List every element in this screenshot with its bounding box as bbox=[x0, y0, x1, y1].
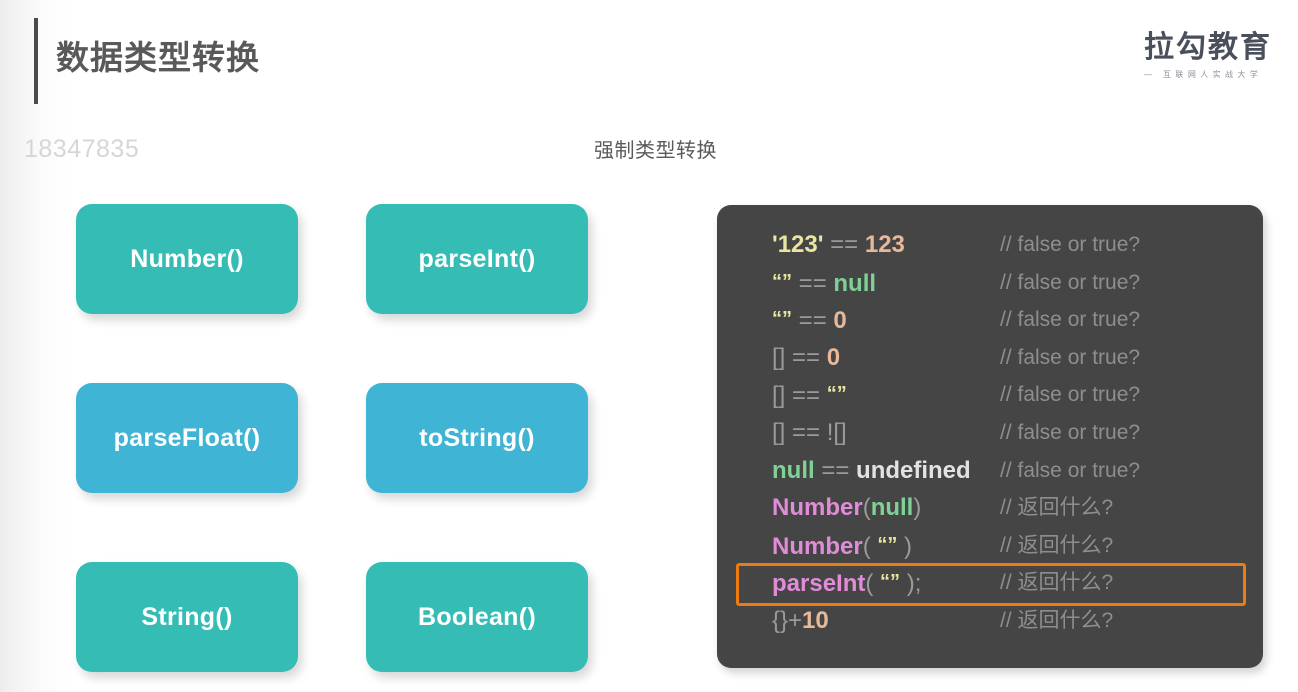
code-line: null == undefined // false or true? bbox=[717, 452, 1263, 490]
code-comment: // false or true? bbox=[1000, 458, 1141, 482]
code-expression: [] == “” bbox=[772, 382, 847, 410]
code-line: '123' == 123 // false or true? bbox=[717, 226, 1263, 264]
brand-logo-tagline: — 互联网人实战大学 bbox=[1144, 70, 1263, 79]
slide-header: 数据类型转换 拉勾教育 — 互联网人实战大学 bbox=[0, 0, 1298, 118]
function-card-parseint[interactable]: parseInt() bbox=[366, 204, 588, 314]
code-line-list: '123' == 123 // false or true? “” == null /… bbox=[717, 226, 1263, 640]
code-expression: parseInt( “” ); bbox=[772, 570, 922, 598]
function-card-number[interactable]: Number() bbox=[76, 204, 298, 314]
title-accent-bar bbox=[34, 18, 38, 104]
code-line: “” == 0 // false or true? bbox=[717, 301, 1263, 339]
code-line: {}+10 // 返回什么? bbox=[717, 602, 1263, 640]
code-comment: // 返回什么? bbox=[1000, 496, 1114, 520]
code-comment: // 返回什么? bbox=[1000, 571, 1114, 595]
code-expression: Number( “” ) bbox=[772, 532, 913, 560]
brand-logo: 拉勾教育 — 互联网人实战大学 bbox=[1144, 30, 1298, 82]
function-card-label: Boolean() bbox=[418, 602, 536, 631]
code-expression: '123' == 123 bbox=[772, 231, 905, 258]
code-expression: “” == null bbox=[772, 269, 877, 297]
function-card-label: toString() bbox=[419, 423, 535, 452]
code-expression: Number(null) bbox=[772, 494, 922, 522]
function-card-label: String() bbox=[141, 602, 233, 631]
function-cards-grid: Number() parseInt() parseFloat() toString()… bbox=[76, 204, 596, 674]
brand-logo-name: 拉勾教育 bbox=[1144, 31, 1272, 64]
code-comment: // false or true? bbox=[1000, 383, 1141, 407]
function-card-boolean[interactable]: Boolean() bbox=[366, 562, 588, 672]
function-card-label: parseFloat() bbox=[113, 423, 261, 452]
code-expression: [] == 0 bbox=[772, 343, 841, 371]
function-card-tostring[interactable]: toString() bbox=[366, 383, 588, 493]
code-expression: {}+10 bbox=[772, 606, 829, 634]
code-comment: // false or true? bbox=[1000, 420, 1141, 444]
code-line: Number(null) // 返回什么? bbox=[717, 489, 1263, 527]
code-comment: // false or true? bbox=[1000, 345, 1141, 369]
code-line-highlighted: parseInt( “” ); // 返回什么? bbox=[717, 563, 1263, 606]
code-line: “” == null // false or true? bbox=[717, 264, 1263, 302]
section-label: 强制类型转换 bbox=[594, 140, 717, 162]
watermark-id: 18347835 bbox=[24, 135, 140, 163]
code-expression: [] == ![] bbox=[772, 418, 847, 446]
code-comment: // false or true? bbox=[1000, 233, 1141, 256]
code-panel: '123' == 123 // false or true? “” == null /… bbox=[717, 205, 1263, 668]
code-line: [] == “” // false or true? bbox=[717, 376, 1263, 414]
code-expression: “” == 0 bbox=[772, 307, 847, 335]
page-title: 数据类型转换 bbox=[56, 39, 260, 76]
code-expression: null == undefined bbox=[772, 456, 971, 484]
code-comment: // 返回什么? bbox=[1000, 608, 1114, 632]
code-comment: // false or true? bbox=[1000, 308, 1141, 332]
function-card-parsefloat[interactable]: parseFloat() bbox=[76, 383, 298, 493]
code-line: Number( “” ) // 返回什么? bbox=[717, 527, 1263, 565]
code-comment: // 返回什么? bbox=[1000, 533, 1114, 557]
code-line: [] == ![] // false or true? bbox=[717, 414, 1263, 452]
function-card-string[interactable]: String() bbox=[76, 562, 298, 672]
function-card-label: Number() bbox=[130, 244, 244, 273]
function-card-label: parseInt() bbox=[418, 244, 536, 273]
code-comment: // false or true? bbox=[1000, 270, 1141, 294]
code-line: [] == 0 // false or true? bbox=[717, 339, 1263, 377]
